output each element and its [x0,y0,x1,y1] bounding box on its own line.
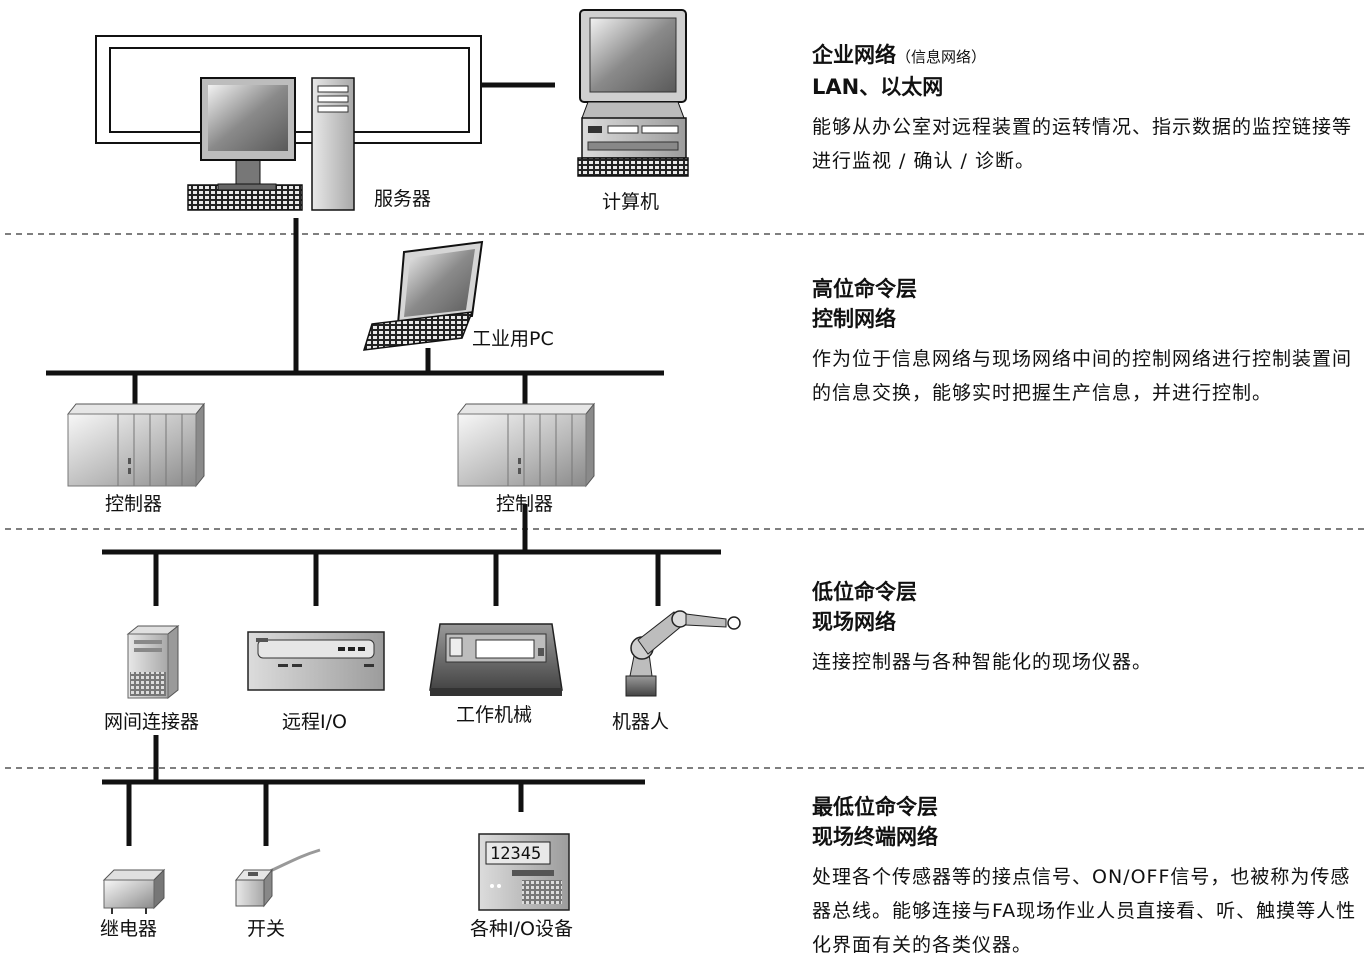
layer-field-panel: 低位命令层 现场网络 连接控制器与各种智能化的现场仪器。 [812,577,1364,679]
gateway-label: 网间连接器 [104,711,199,733]
io-device-icon: 12345 [478,833,570,911]
switch-icon [234,848,321,908]
layer-terminal-description: 处理各个传感器等的接点信号、ON/OFF信号，也被称为传感器总线。能够连接与FA… [812,866,1357,956]
switch-label: 开关 [247,918,285,940]
controller-1-icon [66,402,206,488]
computer-label: 计算机 [602,191,659,213]
robot-icon [625,610,741,697]
layer-control-description: 作为位于信息网络与现场网络中间的控制网络进行控制装置间的信息交换，能够实时把握生… [812,348,1353,404]
server-label: 服务器 [374,188,431,210]
layer-enterprise-title-note: （信息网络） [896,48,987,66]
industrial-pc-label: 工业用PC [472,328,554,350]
field-network-bus [102,504,721,606]
layer-field-title: 低位命令层 [812,580,917,604]
remote-io-label: 远程I/O [282,711,347,733]
layer-enterprise-title: 企业网络（信息网络） [812,40,1364,72]
controller-2-icon [456,402,596,488]
controller-1-label: 控制器 [105,493,162,515]
relay-icon [102,868,166,914]
layer-control-panel: 高位命令层 控制网络 作为位于信息网络与现场网络中间的控制网络进行控制装置间的信… [812,274,1364,410]
layer-field-description: 连接控制器与各种智能化的现场仪器。 [812,651,1153,673]
relay-label: 继电器 [100,918,157,940]
layer-terminal-panel: 最低位命令层 现场终端网络 处理各个传感器等的接点信号、ON/OFF信号，也被称… [812,792,1364,962]
layer-terminal-title: 最低位命令层 [812,795,938,819]
terminal-network-bus [102,735,645,846]
industrial-pc-icon [362,240,484,351]
server-icon [187,77,355,211]
machine-tool-label: 工作机械 [456,704,532,726]
layer-separators [5,233,1365,769]
layer-enterprise-title-text: 企业网络 [812,43,896,67]
computer-icon [577,9,689,177]
layer-enterprise-subtitle: LAN、以太网 [812,75,944,99]
layer-terminal-subtitle: 现场终端网络 [812,825,938,849]
remote-io-icon [247,631,385,691]
counter-display-value: 12345 [490,844,541,864]
machine-tool-icon [429,623,563,696]
layer-control-title: 高位命令层 [812,277,917,301]
robot-label: 机器人 [612,711,669,733]
gateway-icon [126,624,180,700]
io-device-label: 各种I/O设备 [470,918,573,940]
layer-enterprise-description: 能够从办公室对远程装置的运转情况、指示数据的监控链接等进行监视 / 确认 / 诊… [812,116,1353,172]
control-network-bus [46,348,664,404]
layer-field-subtitle: 现场网络 [812,610,896,634]
layer-control-subtitle: 控制网络 [812,307,896,331]
layer-enterprise-panel: 企业网络（信息网络） LAN、以太网 能够从办公室对远程装置的运转情况、指示数据… [812,40,1364,178]
